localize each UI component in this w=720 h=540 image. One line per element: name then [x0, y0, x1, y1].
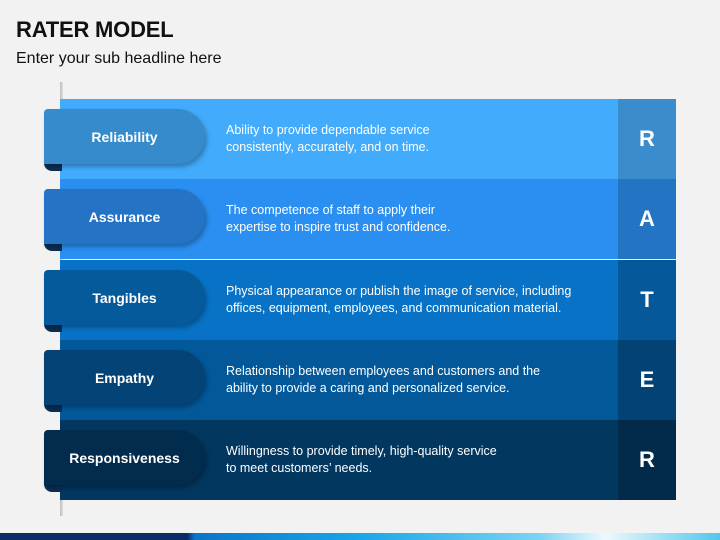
- row-label-pill: Empathy: [44, 350, 205, 405]
- row-letter: R: [618, 420, 676, 500]
- row-description: The competence of staff to apply their e…: [226, 203, 451, 234]
- page-title: RATER MODEL: [16, 17, 174, 42]
- row-description: Relationship between employees and custo…: [226, 364, 541, 395]
- row-label-pill: Tangibles: [44, 270, 205, 325]
- footer-gradient-bar: [0, 533, 720, 540]
- row-description: Willingness to provide timely, high-qual…: [226, 444, 497, 475]
- row-letter: E: [618, 340, 676, 420]
- page-subtitle: Enter your sub headline here: [16, 50, 222, 67]
- row-label-pill: Assurance: [44, 189, 205, 244]
- row-label-pill: Responsiveness: [44, 430, 205, 485]
- row-description: Ability to provide dependable service co…: [226, 123, 430, 154]
- row-letter: R: [618, 99, 676, 179]
- row-description: Physical appearance or publish the image…: [226, 284, 572, 315]
- row-letter: T: [618, 260, 676, 340]
- row-letter: A: [618, 179, 676, 259]
- row-label-pill: Reliability: [44, 109, 205, 164]
